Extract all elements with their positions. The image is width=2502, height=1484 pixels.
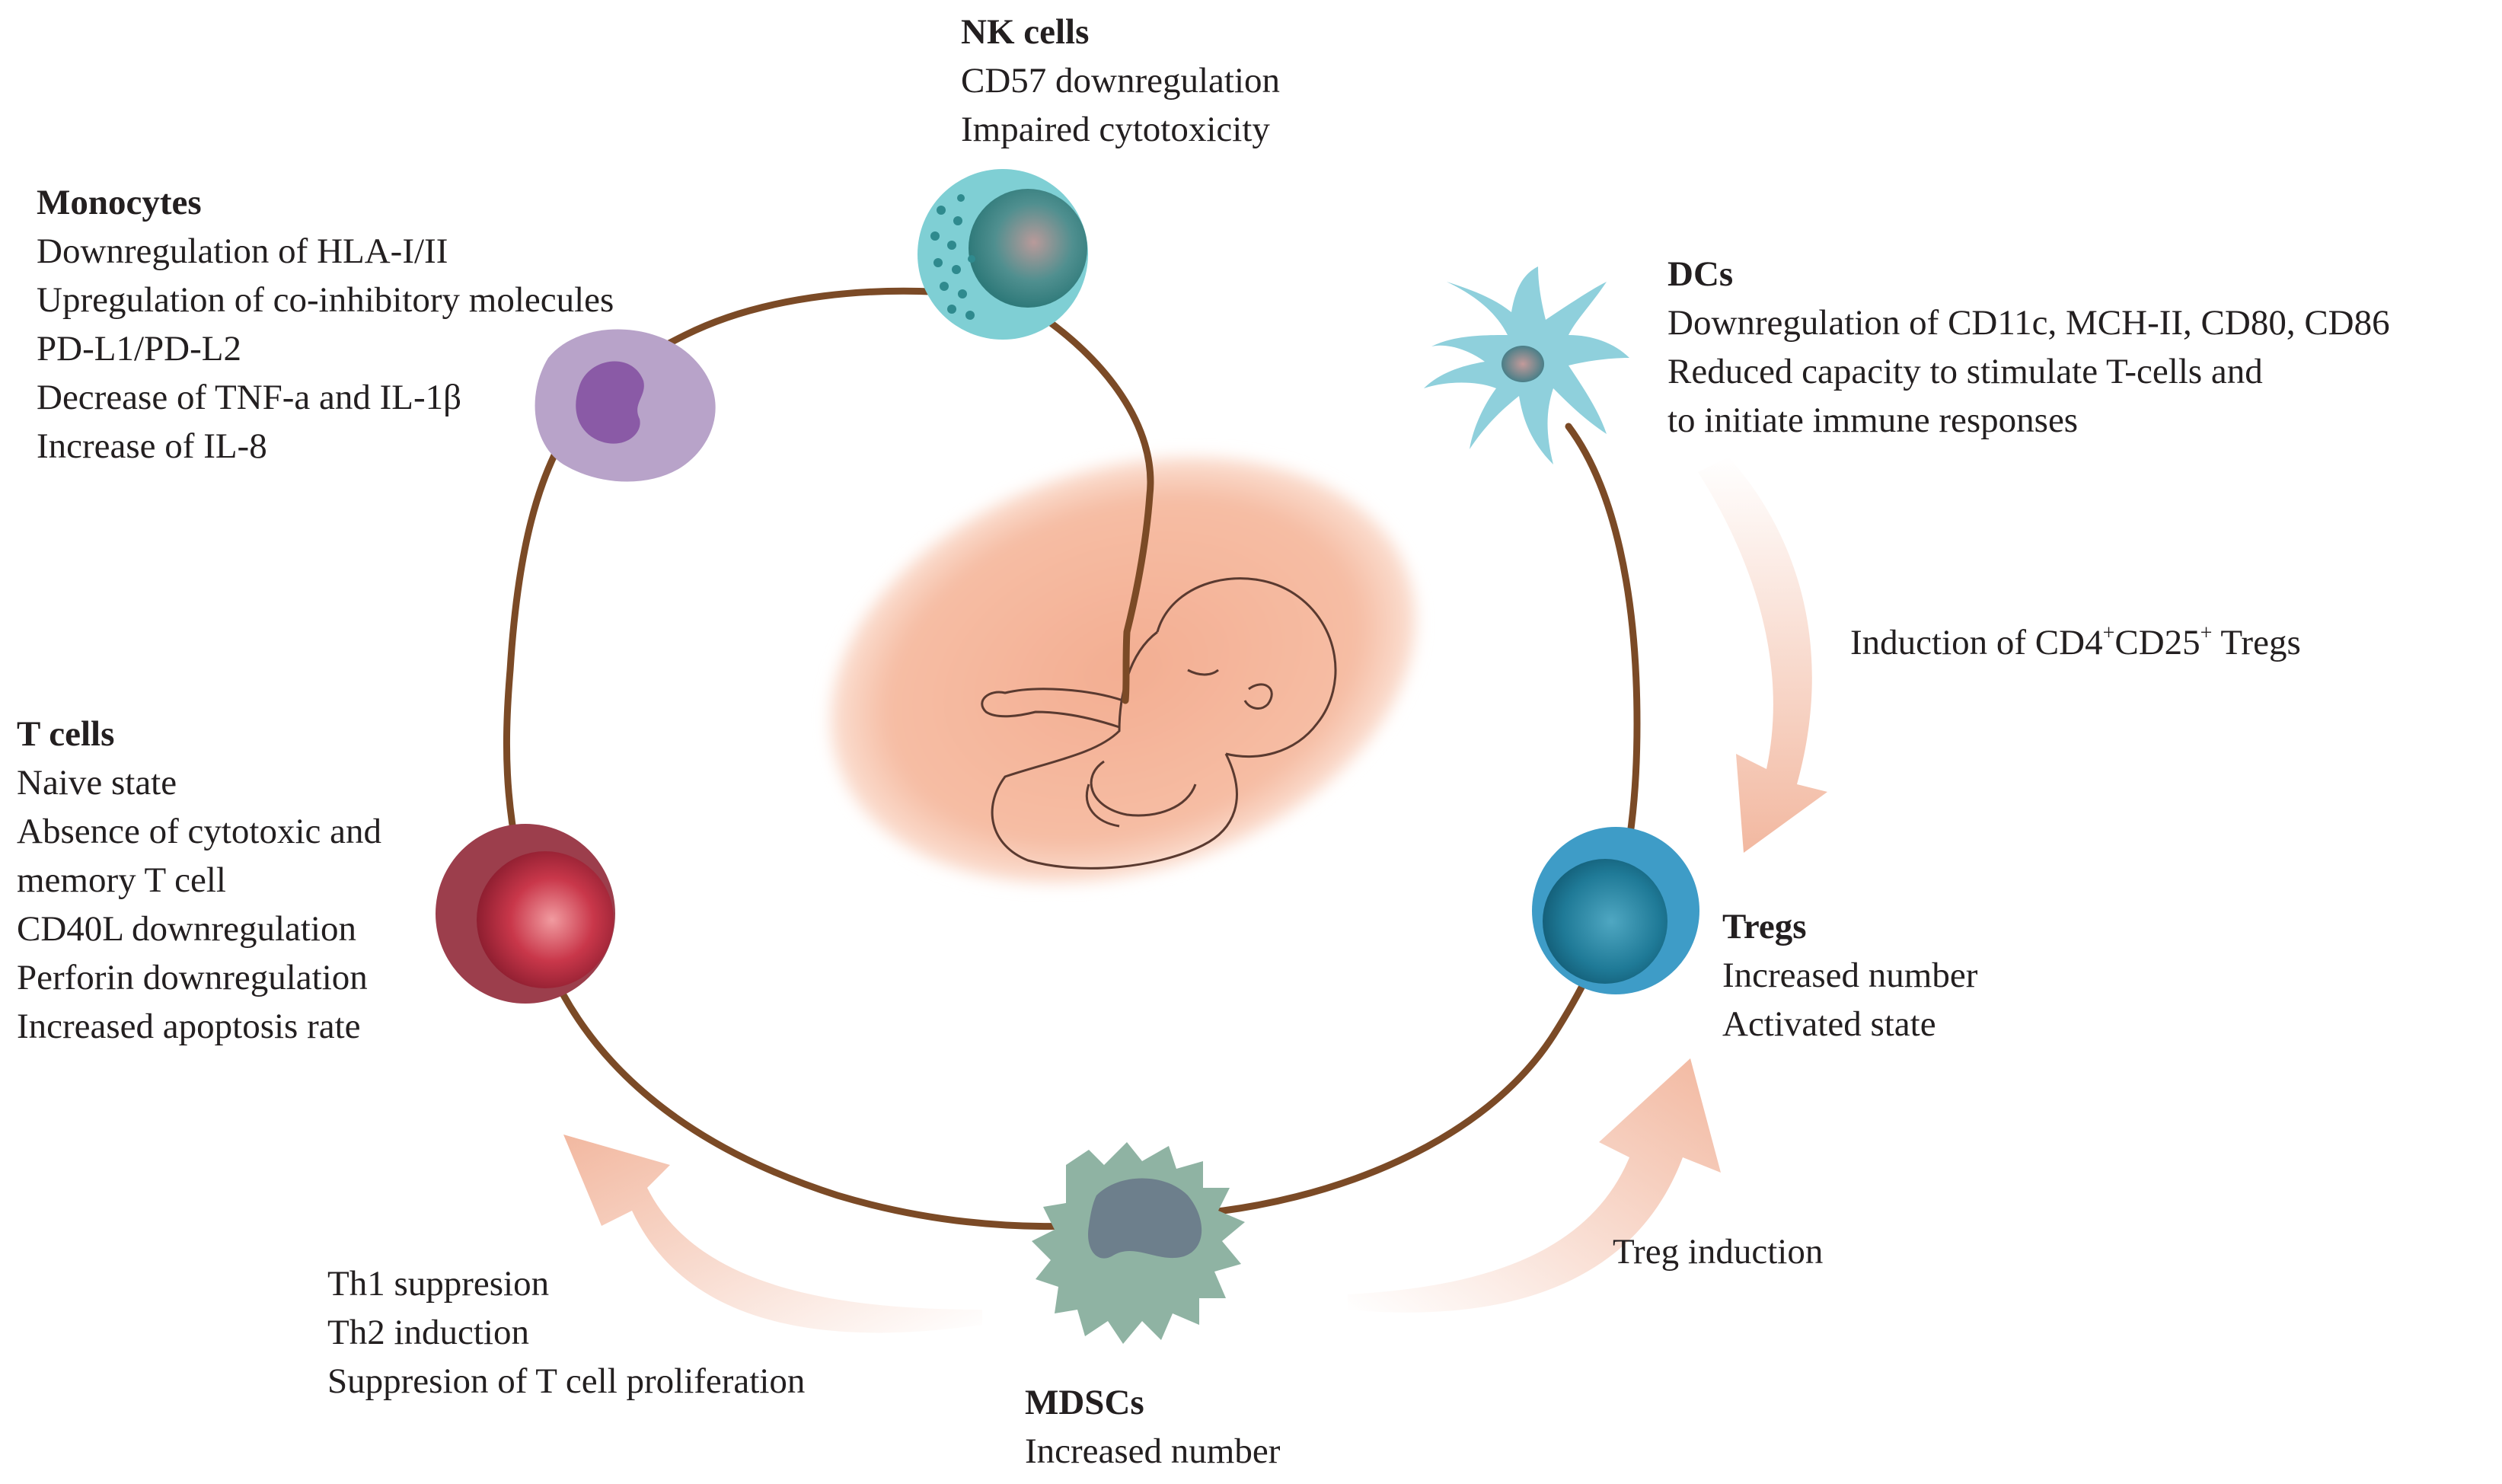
- tcells-text-block: T cells Naive state Absence of cytotoxic…: [17, 710, 381, 1051]
- mdsc-tcell-line: Th2 induction: [327, 1313, 529, 1352]
- dcs-text-block: DCs Downregulation of CD11c, MCH-II, CD8…: [1667, 250, 2390, 445]
- tregs-line: Increased number: [1722, 956, 1978, 995]
- monocytes-text-block: Monocytes Downregulation of HLA-I/II Upr…: [37, 178, 614, 471]
- dcs-title: DCs: [1667, 254, 1734, 294]
- monocyte-icon: [535, 329, 716, 482]
- tregs-line: Activated state: [1722, 1004, 1936, 1044]
- monocytes-line: Decrease of TNF-a and IL-1β: [37, 378, 462, 417]
- mdsc-treg-label: Treg induction: [1613, 1232, 1824, 1272]
- monocytes-line: PD-L1/PD-L2: [37, 329, 241, 369]
- dc-treg-label-sup2: +: [2200, 621, 2213, 646]
- monocytes-line: Downregulation of HLA-I/II: [37, 231, 448, 271]
- tregs-text-block: Tregs Increased number Activated state: [1722, 902, 1977, 1048]
- mdsc-tcell-line: Suppresion of T cell proliferation: [327, 1361, 806, 1401]
- mdsc-tcell-arrow-label: Th1 suppresion Th2 induction Suppresion …: [327, 1259, 805, 1406]
- nk-cell-icon: [918, 169, 1088, 340]
- nk-line: Impaired cytotoxicity: [961, 110, 1270, 149]
- nk-text-block: NK cells CD57 downregulation Impaired cy…: [961, 8, 1280, 154]
- dc-treg-label-prefix: Induction of CD4: [1850, 623, 2103, 662]
- tcells-title: T cells: [17, 714, 115, 754]
- dcs-line: Reduced capacity to stimulate T-cells an…: [1667, 352, 2263, 391]
- mdsc-cell-icon: [1032, 1142, 1245, 1344]
- tcells-line: Absence of cytotoxic and: [17, 812, 381, 851]
- dc-treg-label-mid: CD25: [2114, 623, 2200, 662]
- nk-title: NK cells: [961, 12, 1090, 52]
- mdscs-text-block: MDSCs Increased number: [1025, 1378, 1280, 1476]
- tcells-line: Perforin downregulation: [17, 958, 368, 997]
- monocytes-line: Increase of IL-8: [37, 426, 267, 466]
- monocytes-line: Upregulation of co-inhibitory molecules: [37, 280, 614, 320]
- tcells-line: memory T cell: [17, 860, 226, 900]
- umbilical-cord: [1032, 308, 1154, 704]
- dc-treg-arrow-label: Induction of CD4+CD25+ Tregs: [1850, 618, 2301, 667]
- dc-treg-label-sup1: +: [2102, 621, 2115, 646]
- arrow-mdsc-to-treg: [1348, 1058, 1721, 1313]
- tregs-title: Tregs: [1722, 907, 1807, 946]
- t-cell-icon: [436, 824, 615, 1004]
- arrow-mdsc-to-tcell: [563, 1135, 982, 1333]
- dcs-line: Downregulation of CD11c, MCH-II, CD80, C…: [1667, 303, 2390, 343]
- treg-cell-icon: [1532, 827, 1699, 994]
- monocytes-title: Monocytes: [37, 183, 202, 222]
- dendritic-cell-icon: [1424, 266, 1629, 464]
- mdsc-tcell-line: Th1 suppresion: [327, 1264, 550, 1304]
- dc-treg-label-suffix: Tregs: [2212, 623, 2301, 662]
- mdsc-treg-arrow-label: Treg induction: [1613, 1227, 1823, 1276]
- tcells-line: Increased apoptosis rate: [17, 1007, 361, 1046]
- nk-line: CD57 downregulation: [961, 61, 1281, 101]
- tcells-line: CD40L downregulation: [17, 909, 356, 949]
- dcs-line: to initiate immune responses: [1667, 401, 2079, 440]
- mdscs-line: Increased number: [1025, 1431, 1281, 1471]
- arrow-dc-to-treg: [1698, 457, 1827, 853]
- tcells-line: Naive state: [17, 763, 177, 803]
- mdscs-title: MDSCs: [1025, 1383, 1144, 1422]
